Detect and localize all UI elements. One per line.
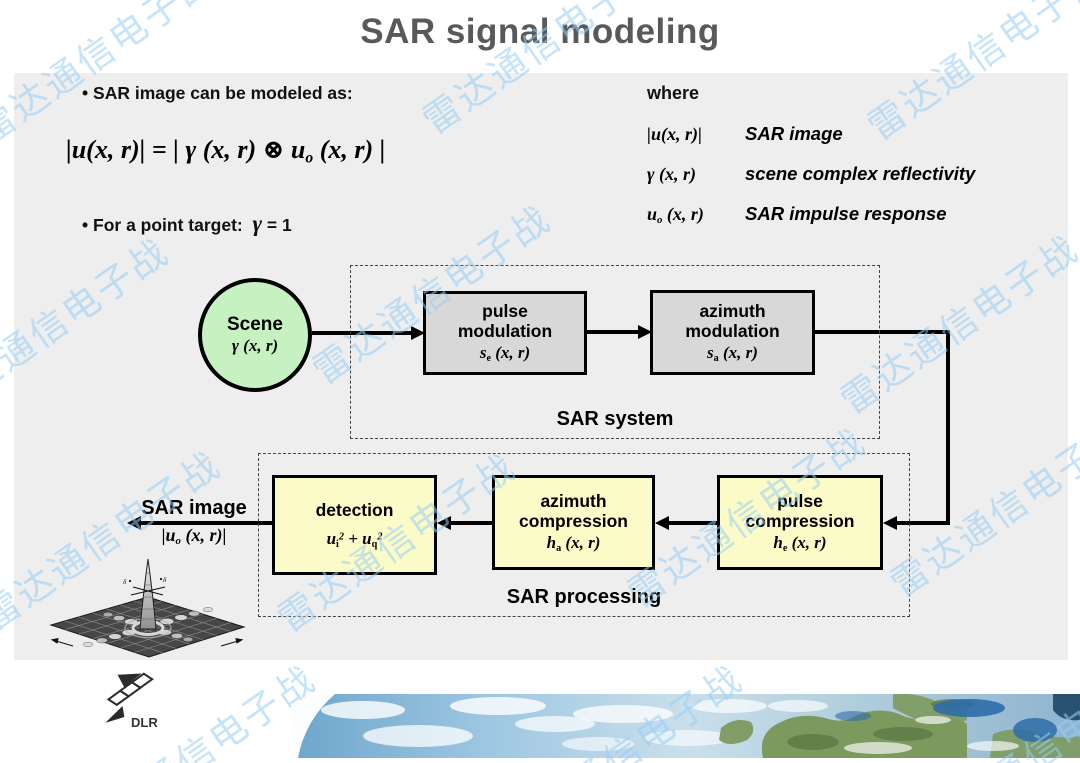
svg-text:δ: δ bbox=[123, 578, 127, 586]
bullet-dot: • bbox=[82, 83, 89, 103]
impulse-response-plot: δ δ bbox=[49, 558, 246, 658]
block-math: ha (x, r) bbox=[546, 532, 601, 554]
block-math: sa (x, r) bbox=[707, 342, 758, 364]
sar-processing-label: SAR processing bbox=[506, 586, 662, 608]
azimuth-modulation-block: azimuth modulation sa (x, r) bbox=[650, 290, 815, 375]
block-title: detection bbox=[315, 499, 394, 520]
block-title: modulation bbox=[685, 320, 780, 341]
block-math: se (x, r) bbox=[479, 343, 531, 364]
block-title: pulse bbox=[482, 301, 528, 322]
output-sar-image-math: |uo (x, r)| bbox=[161, 525, 227, 548]
block-title: azimuth bbox=[540, 490, 607, 511]
formula-subscript: o bbox=[305, 149, 314, 167]
formula-part2: (x, r) | bbox=[313, 135, 386, 164]
sar-system-group-box: SAR system bbox=[350, 265, 880, 439]
dlr-logo-wing-bottom bbox=[105, 705, 125, 723]
pulse-modulation-block: pulse modulation se (x, r) bbox=[423, 291, 587, 375]
block-title: compression bbox=[519, 510, 628, 531]
legend-definition: SAR impulse response bbox=[745, 203, 947, 225]
bullet-text: SAR image can be modeled as: bbox=[93, 83, 353, 103]
block-title: compression bbox=[745, 510, 855, 531]
legend-definition: SAR image bbox=[745, 123, 843, 144]
dlr-logo: DLR bbox=[105, 672, 158, 730]
scene-title: Scene bbox=[227, 313, 283, 335]
legend-row-sar-image: |u(x, r)| SAR image bbox=[647, 123, 975, 146]
where-label: where bbox=[647, 83, 700, 103]
model-formula: |u(x, r)| = | γ (x, r) ⊗ uo (x, r) | bbox=[66, 135, 385, 167]
bullet-dot: • bbox=[82, 215, 89, 235]
legend-term: γ (x, r) bbox=[647, 164, 696, 185]
block-title: modulation bbox=[457, 321, 553, 342]
bullet-text: For a point target: bbox=[93, 215, 243, 235]
equals-one: = 1 bbox=[266, 215, 292, 235]
pulse-compression-block: pulse compression he (x, r) bbox=[717, 475, 883, 570]
block-math: ui2 + uq2 bbox=[326, 528, 383, 550]
legend-term: uo (x, r) bbox=[647, 204, 704, 227]
content-panel: • SAR image can be modeled as: |u(x, r)|… bbox=[14, 73, 1068, 660]
scene-math: γ (x, r) bbox=[231, 336, 279, 356]
bullet-point-target: • For a point target: γ = 1 bbox=[82, 212, 292, 236]
gamma-symbol: γ bbox=[252, 211, 263, 236]
block-title: azimuth bbox=[699, 300, 766, 321]
svg-text:δ: δ bbox=[163, 576, 167, 584]
dlr-logo-text: DLR bbox=[131, 715, 158, 730]
sar-processing-group-box: SAR processing bbox=[258, 453, 910, 617]
bullet-sar-image-model: • SAR image can be modeled as: bbox=[82, 83, 353, 104]
legend-row-reflectivity: γ (x, r) scene complex reflectivity bbox=[647, 163, 975, 186]
where-legend: where |u(x, r)| SAR image γ (x, r) scene… bbox=[647, 83, 975, 243]
dlr-logo-wing-top bbox=[117, 673, 142, 688]
azimuth-compression-block: azimuth compression ha (x, r) bbox=[492, 475, 655, 570]
legend-term: |u(x, r)| bbox=[647, 124, 702, 144]
legend-row-impulse-response: uo (x, r) SAR impulse response bbox=[647, 203, 975, 226]
formula-part1: |u(x, r)| = | γ (x, r) ⊗ u bbox=[66, 135, 306, 164]
block-title: pulse bbox=[777, 490, 823, 511]
legend-definition: scene complex reflectivity bbox=[745, 163, 976, 185]
output-sar-image-label: SAR image bbox=[141, 497, 247, 519]
detection-block: detection ui2 + uq2 bbox=[272, 475, 437, 575]
sar-system-label: SAR system bbox=[556, 408, 674, 430]
earth-image bbox=[293, 694, 1080, 758]
scene-node: Scene γ (x, r) bbox=[198, 278, 312, 392]
slide-title: SAR signal modeling bbox=[360, 12, 720, 51]
block-math: he (x, r) bbox=[773, 532, 827, 554]
